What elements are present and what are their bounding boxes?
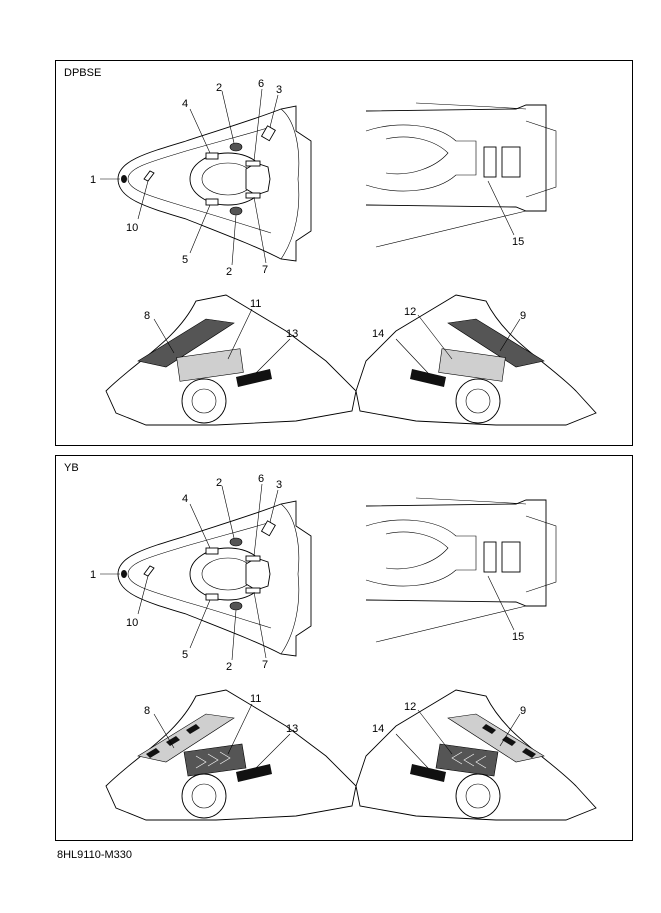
diagram-panel-yb: YB	[55, 455, 633, 841]
callout-2b: 2	[226, 266, 232, 278]
top-view-leaders	[100, 88, 279, 266]
panel-title: DPBSE	[64, 67, 102, 79]
callout-1: 1	[90, 174, 96, 186]
panel-title: YB	[64, 462, 79, 474]
callout-8: 8	[144, 705, 150, 717]
left-side-view	[105, 689, 357, 821]
callout-5: 5	[182, 254, 188, 266]
label-locations-diagram: 1 2 3 4 5 6 7 2 10 15	[90, 78, 597, 426]
callout-15: 15	[512, 236, 524, 248]
callout-10: 10	[126, 222, 138, 234]
callout-13: 13	[286, 328, 298, 340]
callout-2: 2	[216, 477, 222, 489]
rear-view	[365, 102, 557, 248]
callout-13: 13	[286, 723, 298, 735]
callout-9: 9	[520, 705, 526, 717]
left-side-view	[105, 294, 357, 426]
figure-code: 8HL9110-M330	[57, 849, 133, 861]
callout-3: 3	[276, 479, 282, 491]
callout-15: 15	[512, 631, 524, 643]
callout-1: 1	[90, 569, 96, 581]
callout-12: 12	[404, 306, 416, 318]
callout-8: 8	[144, 310, 150, 322]
top-view	[117, 500, 312, 657]
top-view-leaders	[100, 483, 279, 661]
callout-11: 11	[250, 693, 261, 705]
right-side-view	[355, 689, 597, 821]
callout-7: 7	[262, 659, 268, 671]
callout-14: 14	[372, 723, 384, 735]
diagram-panel-dpbse: DPBSE	[55, 60, 633, 446]
callout-14: 14	[372, 328, 384, 340]
label-locations-diagram: 1 2 3 4 5 6 7 2 10 15	[90, 473, 597, 821]
callout-4: 4	[182, 493, 188, 505]
callout-3: 3	[276, 84, 282, 96]
callout-2: 2	[216, 82, 222, 94]
callout-9: 9	[520, 310, 526, 322]
callout-10: 10	[126, 617, 138, 629]
callout-2b: 2	[226, 661, 232, 673]
top-view	[117, 105, 312, 262]
callout-5: 5	[182, 649, 188, 661]
callout-6: 6	[258, 473, 264, 485]
callout-12: 12	[404, 701, 416, 713]
callout-11: 11	[250, 298, 261, 310]
callout-6: 6	[258, 78, 264, 90]
rear-view	[365, 497, 557, 643]
callout-4: 4	[182, 98, 188, 110]
callout-7: 7	[262, 264, 268, 276]
right-side-view	[355, 294, 597, 426]
